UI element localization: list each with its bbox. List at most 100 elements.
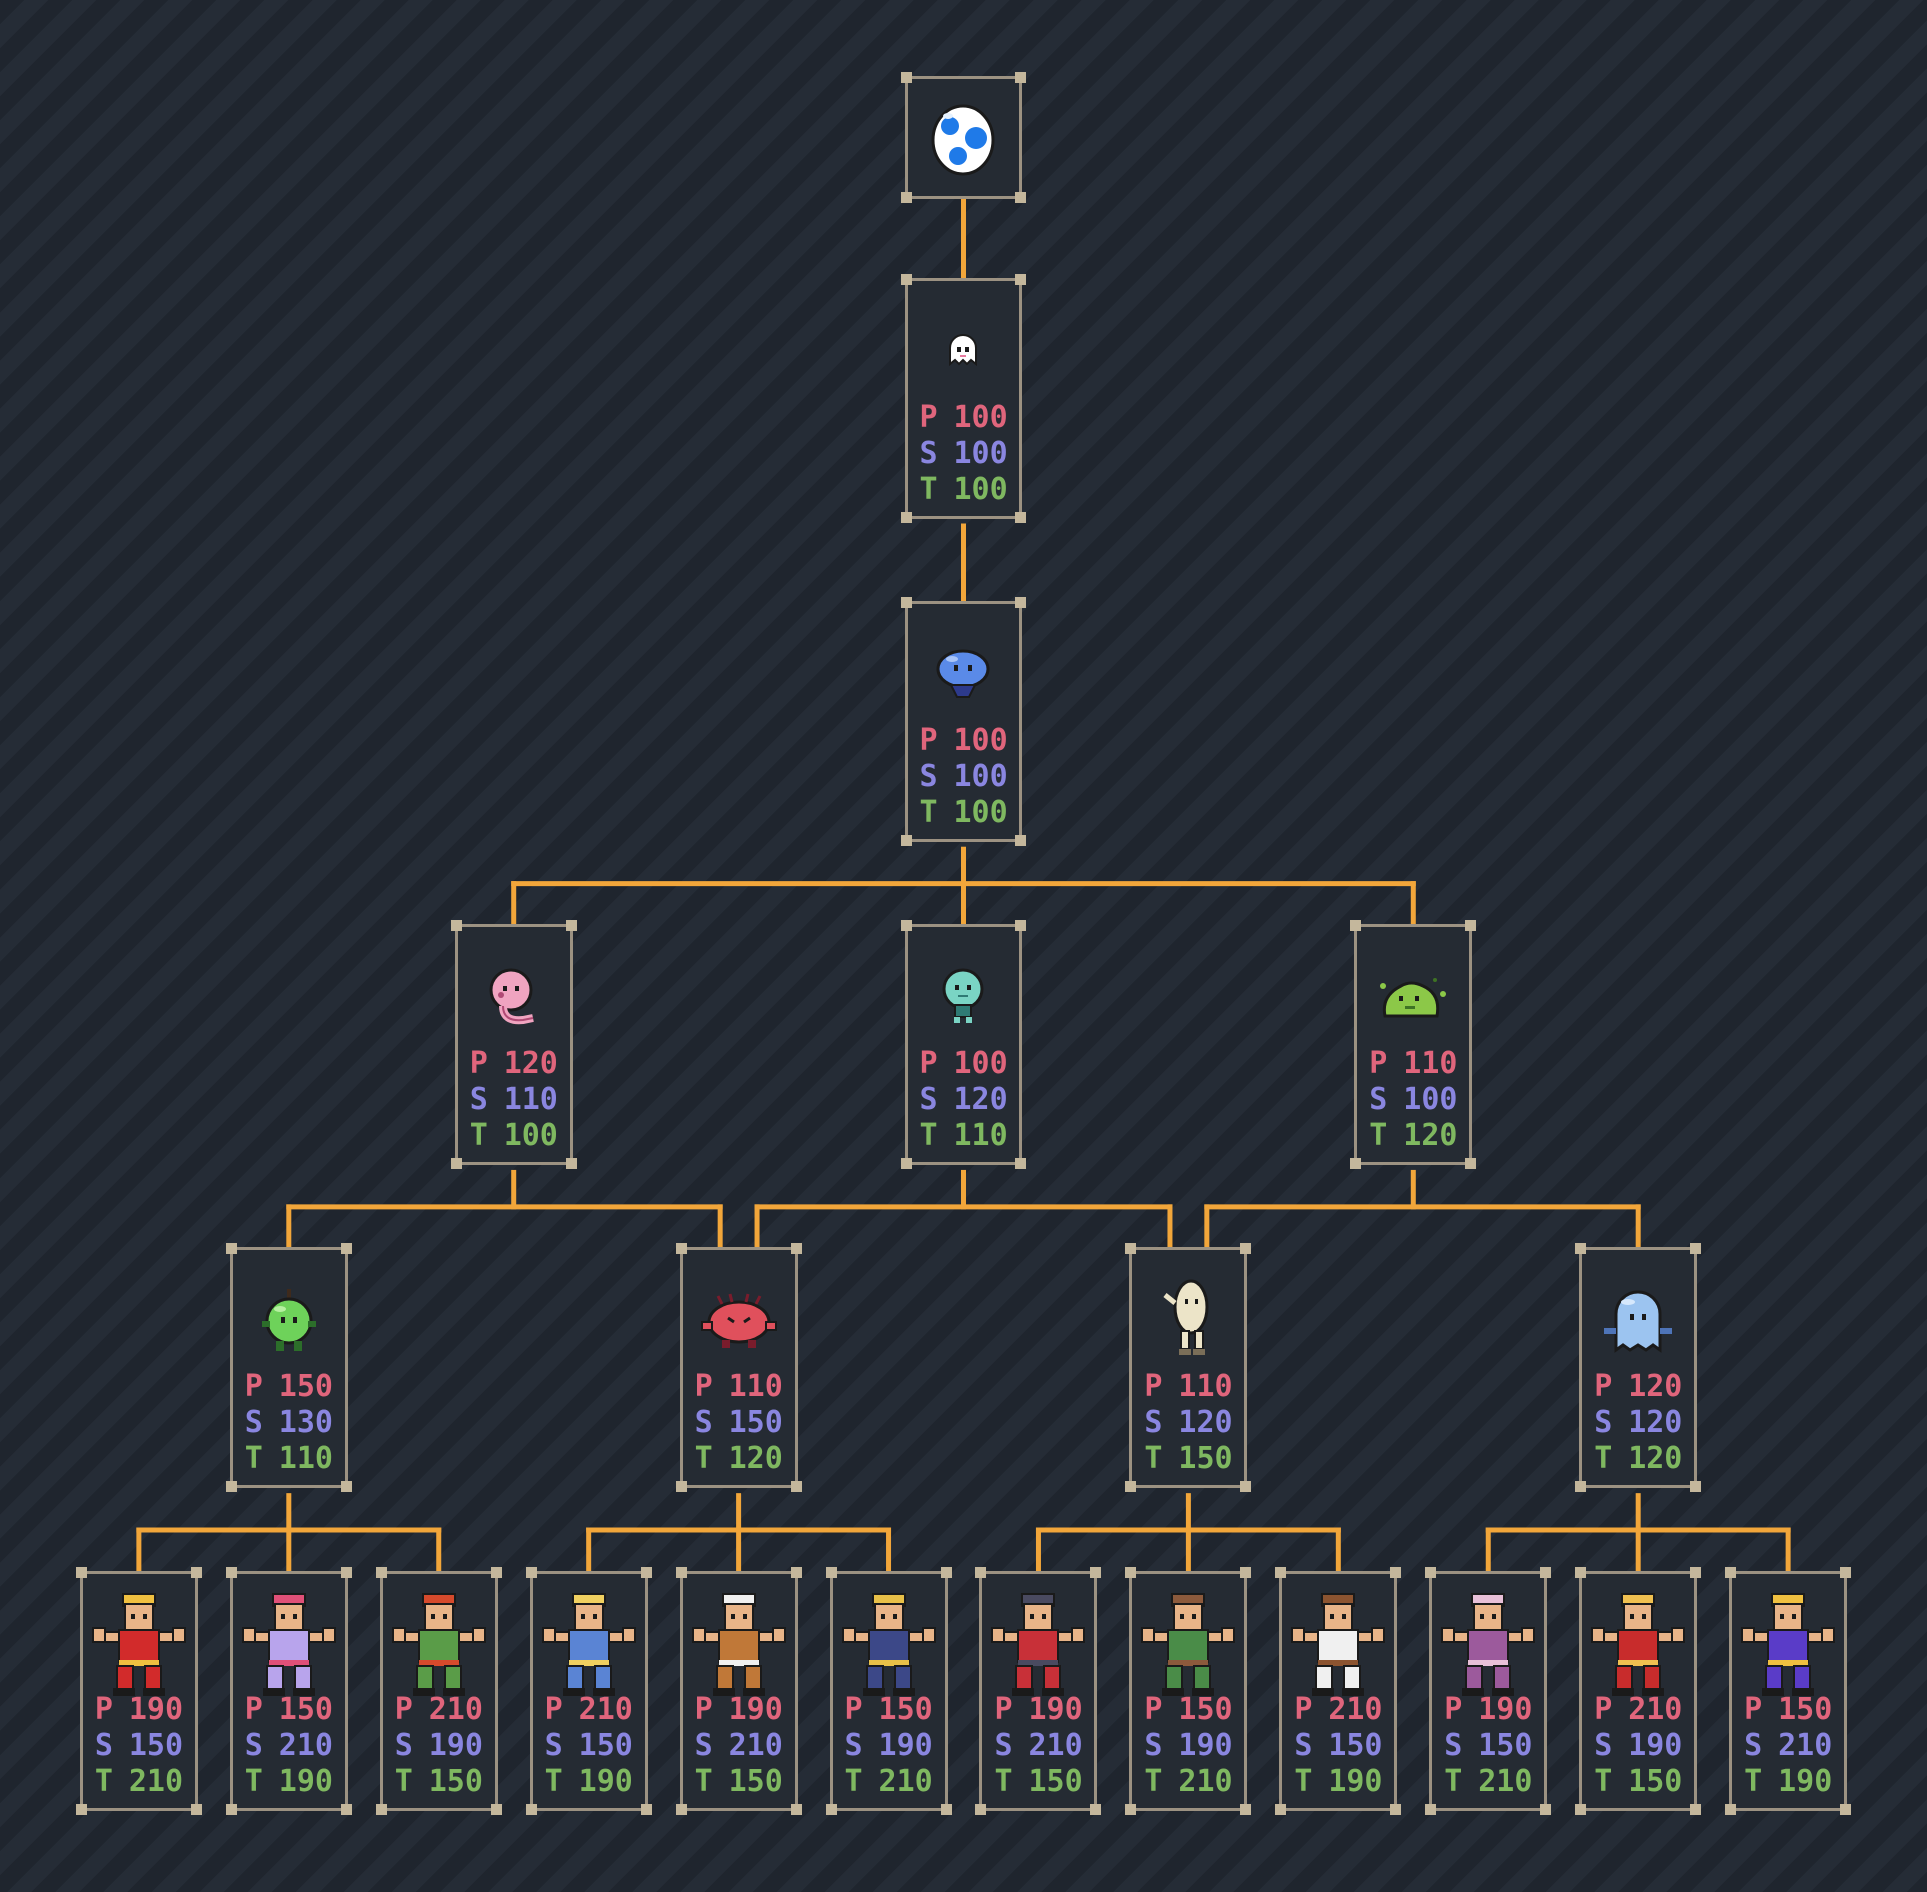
stat-label-p: P (94, 1692, 113, 1728)
stat-label-t: T (94, 1764, 113, 1800)
stat-label-t: T (994, 1764, 1013, 1800)
stat-label-s: S (844, 1728, 863, 1764)
card-corner-rivet (1015, 596, 1027, 608)
card-corner-rivet (1690, 1804, 1702, 1816)
stat-value-s: 210 (728, 1728, 783, 1764)
stat-value-t: 190 (278, 1764, 333, 1800)
stat-value-p: 110 (1403, 1046, 1458, 1082)
card-corner-rivet (900, 511, 912, 523)
stat-label-p: P (1369, 1046, 1388, 1082)
stat-value-p: 150 (878, 1692, 933, 1728)
stat-value-s: 150 (578, 1728, 633, 1764)
stat-label-t: T (919, 471, 938, 507)
card-corner-rivet (1015, 511, 1027, 523)
card-corner-rivet (565, 920, 577, 932)
stat-label-s: S (994, 1728, 1013, 1764)
stat-value-p: 120 (1628, 1369, 1683, 1405)
stat-row-t: T 210 (833, 1764, 945, 1800)
stat-value-p: 210 (428, 1692, 483, 1728)
card-corner-rivet (340, 1804, 352, 1816)
stat-label-p: P (244, 1369, 263, 1405)
stat-label-s: S (919, 1082, 938, 1118)
stat-label-p: P (469, 1046, 488, 1082)
card-corner-rivet (190, 1566, 202, 1578)
stat-value-p: 210 (1328, 1692, 1383, 1728)
stat-value-p: 210 (1628, 1692, 1683, 1728)
stat-value-s: 150 (1478, 1728, 1533, 1764)
card-corner-rivet (900, 273, 912, 285)
stat-value-p: 100 (953, 399, 1008, 435)
stat-label-t: T (244, 1764, 263, 1800)
stat-value-s: 190 (1178, 1728, 1233, 1764)
card-corner-rivet (1575, 1243, 1587, 1255)
stat-value-t: 210 (878, 1764, 933, 1800)
card-corner-rivet (1575, 1566, 1587, 1578)
card-corner-rivet (375, 1566, 387, 1578)
card-corner-rivet (225, 1243, 237, 1255)
card-corner-rivet (450, 920, 462, 932)
stat-label-p: P (1744, 1692, 1763, 1728)
card-corner-rivet (1575, 1804, 1587, 1816)
stat-label-s: S (244, 1728, 263, 1764)
card-corner-rivet (825, 1566, 837, 1578)
red-gi-fighter-sprite (83, 1584, 195, 1704)
card-corner-rivet (675, 1481, 687, 1493)
stat-label-p: P (919, 722, 938, 758)
stat-value-t: 150 (1028, 1764, 1083, 1800)
evolution-card-egg[interactable] (900, 72, 1027, 204)
card-corner-rivet (1390, 1566, 1402, 1578)
card-corner-rivet (940, 1804, 952, 1816)
stat-label-p: P (544, 1692, 563, 1728)
card-corner-rivet (1840, 1566, 1852, 1578)
stat-label-t: T (844, 1764, 863, 1800)
card-corner-rivet (1690, 1566, 1702, 1578)
stat-value-t: 210 (1178, 1764, 1233, 1800)
